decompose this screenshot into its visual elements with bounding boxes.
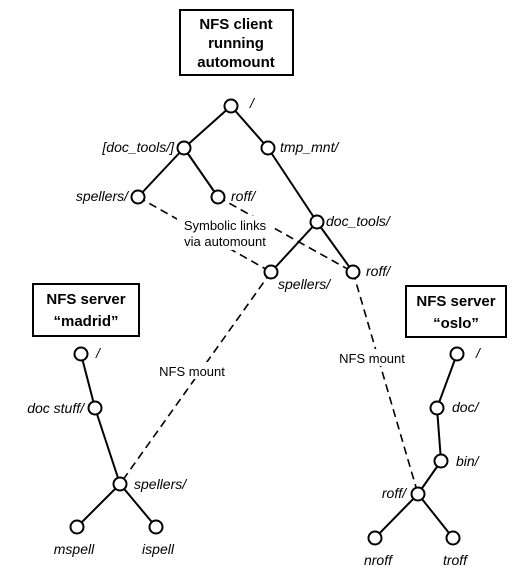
client-spellers-label: spellers/ <box>76 188 130 204</box>
madrid-box-line2: “madrid” <box>53 313 118 330</box>
node-oslo-root <box>449 346 465 362</box>
oslo-bin-label: bin/ <box>456 453 481 469</box>
nfs-server-madrid-box: NFS server “madrid” <box>32 283 140 337</box>
client-box-line2: running <box>208 35 264 52</box>
symbolic-links-label-2: via automount <box>184 234 266 249</box>
node-client-spellers <box>130 189 146 205</box>
node-oslo-nroff <box>367 530 383 546</box>
client-root-label: / <box>249 95 256 111</box>
node-oslo-doc <box>429 400 445 416</box>
edge-doctools2-roff <box>316 221 354 273</box>
nfs-client-box: NFS client running automount <box>179 9 294 76</box>
edge-oslo-doc-bin <box>436 407 442 462</box>
edge-oslo-root-doc <box>436 353 458 409</box>
edge-oslo-roff-nroff <box>374 493 419 539</box>
node-madrid-root <box>73 346 89 362</box>
edge-doctools-spellers <box>137 147 185 198</box>
madrid-tree-edges <box>76 353 157 528</box>
nfs-mount-label-left: NFS mount <box>159 364 225 379</box>
annotations: Symbolic links via automount NFS mount N… <box>153 216 411 379</box>
node-madrid-spellers <box>112 476 128 492</box>
node-madrid-ispell <box>148 519 164 535</box>
edge-madrid-spellers-mspell <box>76 483 121 528</box>
node-client-roff <box>210 189 226 205</box>
node-tmp-mnt <box>260 140 276 156</box>
node-madrid-docstuff <box>87 400 103 416</box>
tmp-mnt-label: tmp_mnt/ <box>280 139 340 155</box>
doc-tools-bracket-label: [doc_tools/] <box>101 139 175 155</box>
mounted-spellers-label: spellers/ <box>278 276 332 292</box>
oslo-roff-label: roff/ <box>382 485 408 501</box>
oslo-box-line2: “oslo” <box>433 315 479 332</box>
madrid-spellers-label: spellers/ <box>134 476 188 492</box>
madrid-root-label: / <box>95 345 102 361</box>
mounted-roff-label: roff/ <box>366 263 392 279</box>
client-box-line3: automount <box>197 54 274 71</box>
node-oslo-troff <box>445 530 461 546</box>
edge-root-doctools <box>183 105 232 149</box>
nfs-server-oslo-box: NFS server “oslo” <box>405 285 507 338</box>
node-client-root <box>223 98 239 114</box>
edge-madrid-spellers-ispell <box>119 483 157 528</box>
edge-oslo-roff-troff <box>417 493 454 539</box>
doc-tools-label: doc_tools/ <box>326 213 392 229</box>
oslo-tree-edges <box>374 353 458 539</box>
edge-root-tmpmnt <box>230 105 269 149</box>
node-doc-tools-bracket <box>176 140 192 156</box>
oslo-doc-label: doc/ <box>452 399 481 415</box>
node-oslo-roff <box>410 486 426 502</box>
symbolic-links-label-1: Symbolic links <box>184 218 267 233</box>
nfs-mount-label-right: NFS mount <box>339 351 405 366</box>
node-mounted-spellers <box>263 264 279 280</box>
node-mounted-roff <box>345 264 361 280</box>
madrid-docstuff-label: doc stuff/ <box>27 400 86 416</box>
node-oslo-bin <box>433 453 449 469</box>
oslo-nroff-label: nroff <box>364 552 394 568</box>
edge-madrid-root-docstuff <box>80 353 96 409</box>
node-labels: / [doc_tools/] tmp_mnt/ spellers/ roff/ … <box>27 95 482 568</box>
edge-madrid-docstuff-spellers <box>94 407 121 485</box>
madrid-ispell-label: ispell <box>142 541 175 557</box>
edge-doctools2-spellers <box>270 221 318 273</box>
client-roff-label: roff/ <box>231 188 257 204</box>
oslo-troff-label: troff <box>443 552 469 568</box>
oslo-root-label: / <box>475 345 482 361</box>
madrid-box-line1: NFS server <box>46 291 125 308</box>
madrid-mspell-label: mspell <box>54 541 95 557</box>
oslo-box-line1: NFS server <box>416 293 495 310</box>
node-doc-tools <box>309 214 325 230</box>
nodes <box>69 98 465 546</box>
edge-doctools-roff <box>183 147 219 198</box>
client-box-line1: NFS client <box>199 16 272 33</box>
client-tree-edges <box>137 105 354 273</box>
node-madrid-mspell <box>69 519 85 535</box>
edge-tmpmnt-doctools <box>267 147 318 223</box>
